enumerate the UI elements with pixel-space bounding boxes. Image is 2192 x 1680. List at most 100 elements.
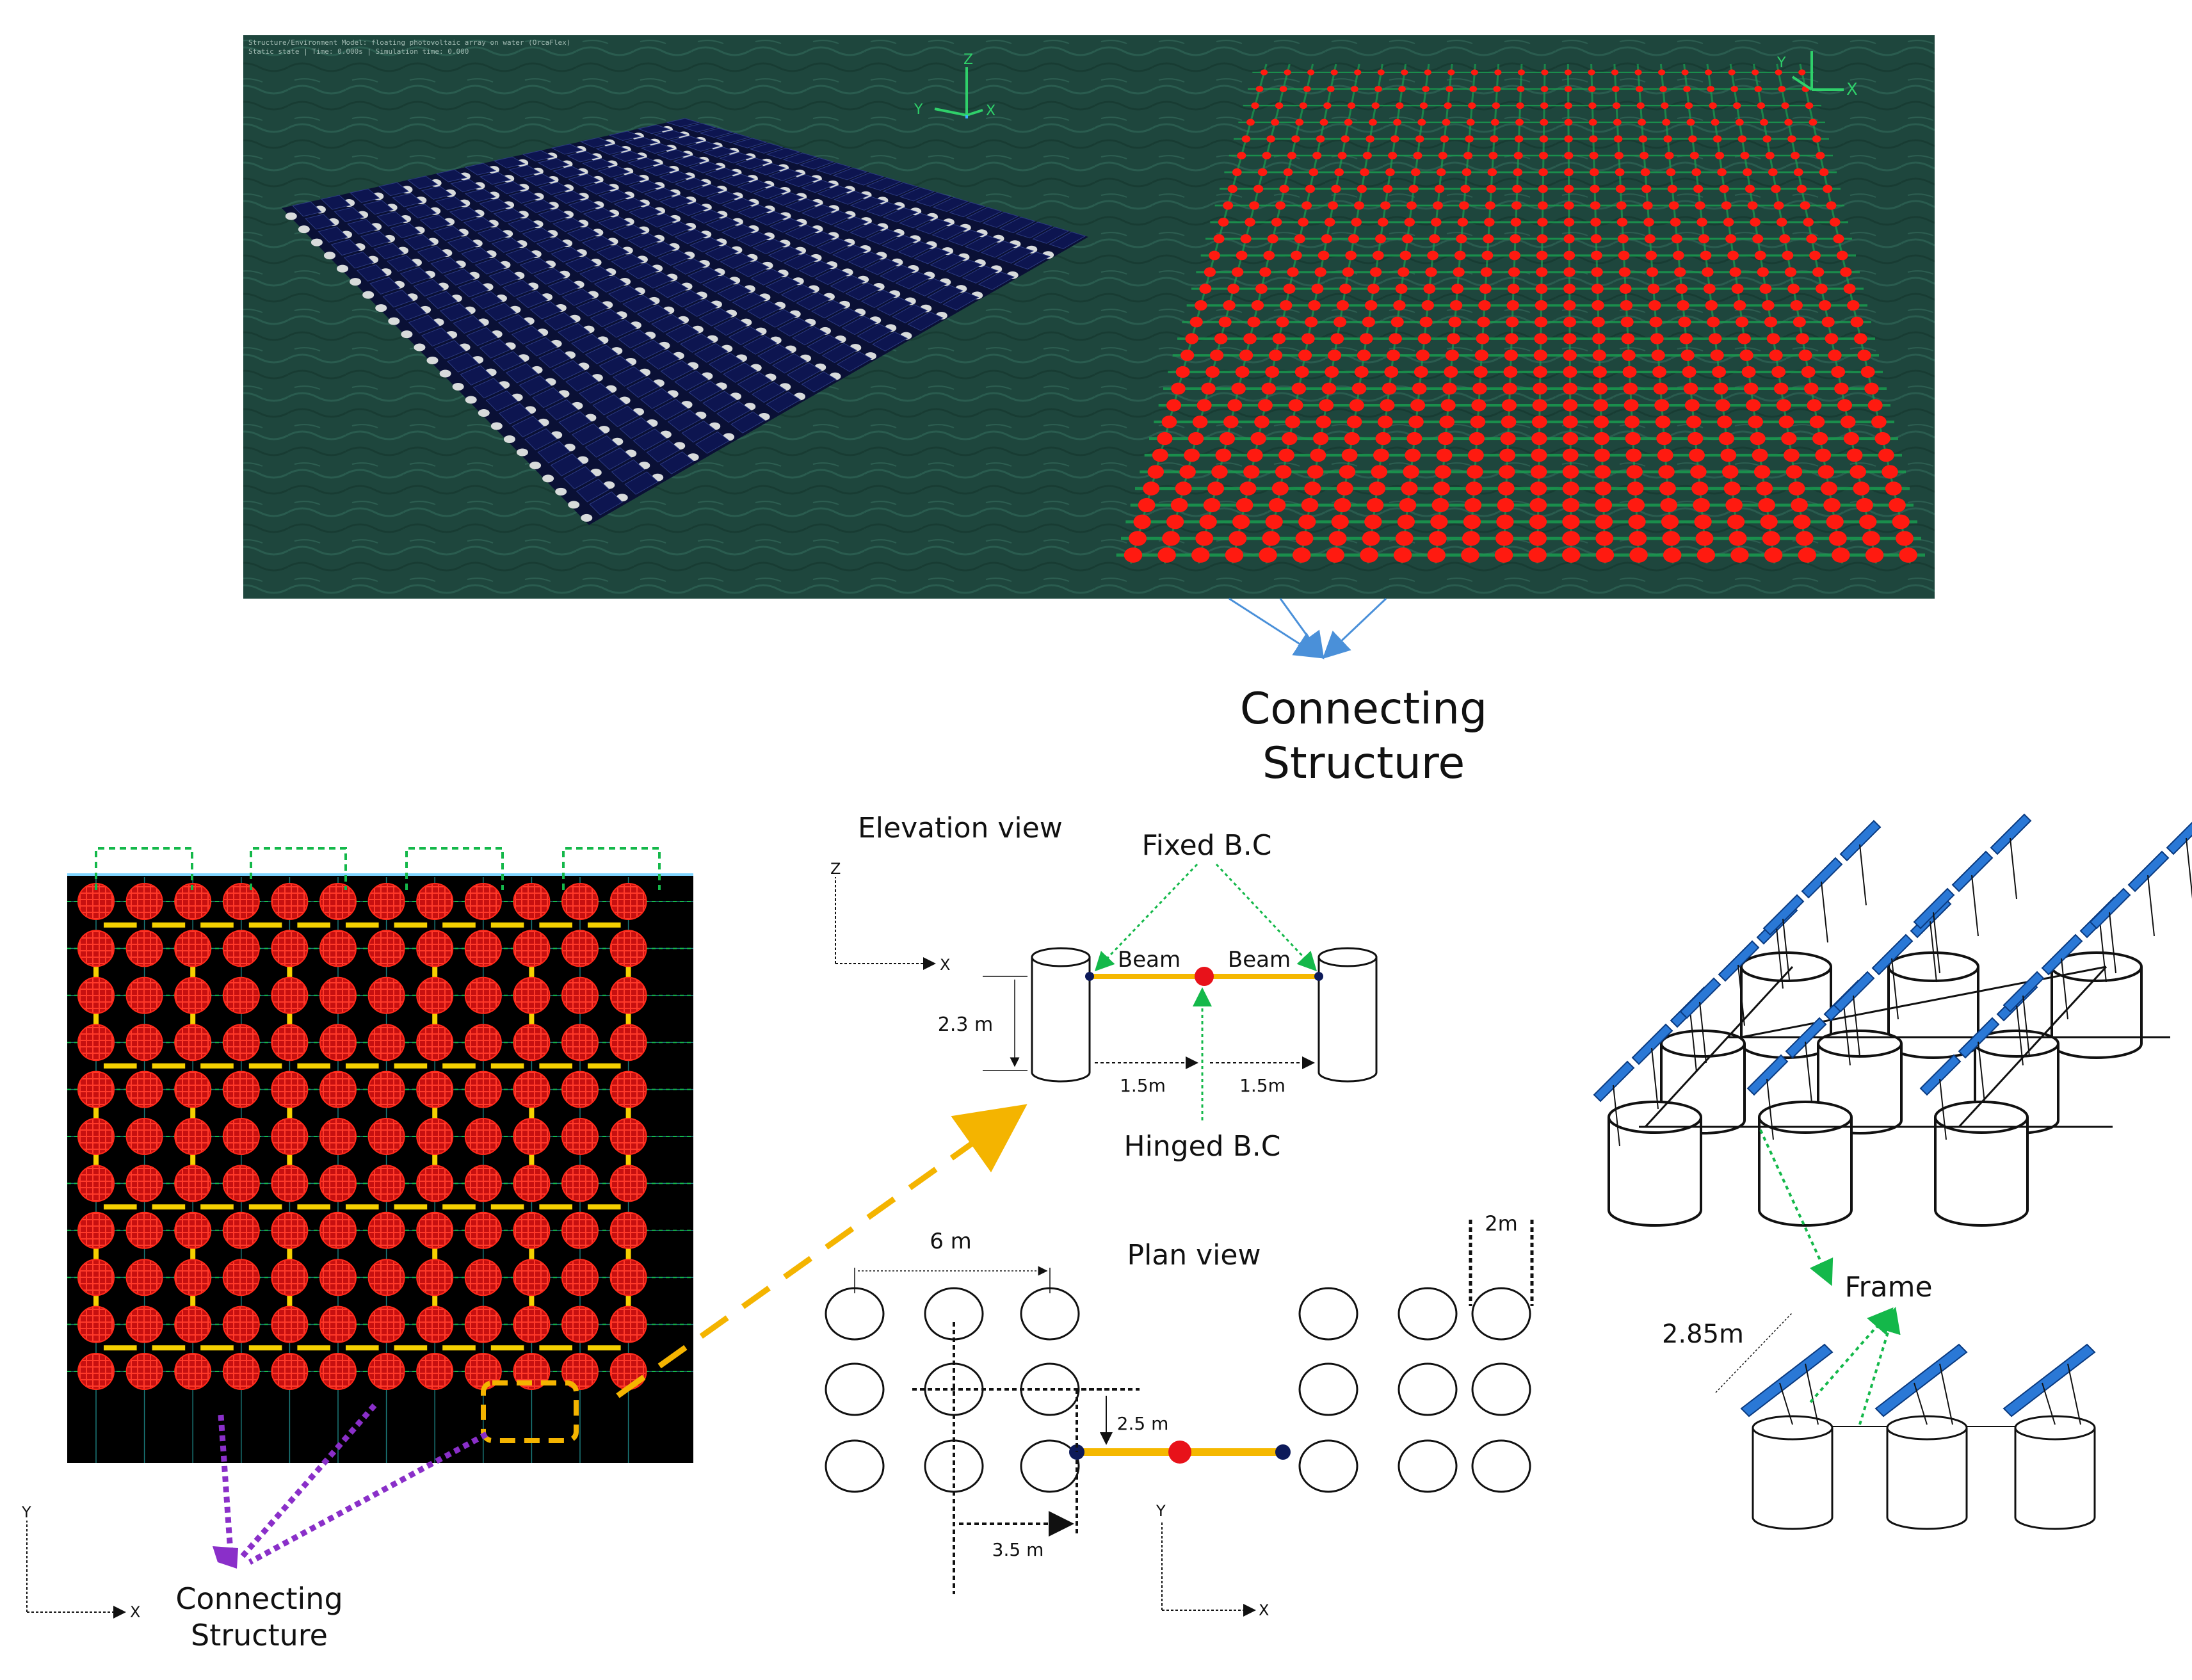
red-float: [1467, 465, 1483, 479]
red-float: [1433, 481, 1451, 496]
red-float: [1517, 69, 1525, 76]
solar-panel: [898, 241, 934, 258]
plan-axis-y: Y: [1156, 1502, 1166, 1520]
solar-panel: [599, 355, 633, 376]
red-float: [1398, 86, 1406, 92]
solar-panel: [807, 334, 842, 355]
solar-panel: [672, 258, 707, 275]
red-float: [1843, 284, 1856, 294]
red-float: [1395, 284, 1408, 294]
red-float: [1223, 300, 1236, 311]
solar-panel: [907, 311, 944, 331]
red-float: [1649, 316, 1663, 328]
red-float: [1779, 234, 1791, 244]
red-float: [1739, 350, 1753, 361]
solar-panel: [640, 143, 675, 154]
solar-panel: [915, 192, 952, 207]
red-float: [1285, 416, 1301, 428]
float-grid-3d: [1116, 63, 1925, 564]
red-float: [1812, 135, 1821, 143]
float-circle: [416, 1070, 454, 1108]
red-float: [1431, 218, 1442, 227]
red-float: [1562, 465, 1579, 479]
red-float: [1540, 86, 1549, 92]
plan-title: Plan view: [1127, 1239, 1261, 1272]
red-float: [1283, 168, 1293, 177]
solar-panel: [642, 241, 677, 257]
connector-col: [1590, 63, 1606, 564]
float-circle: [77, 1118, 115, 1155]
float-circle: [416, 883, 454, 920]
red-float: [1389, 333, 1402, 344]
red-float: [1295, 531, 1314, 546]
solar-panel: [826, 307, 862, 327]
red-float: [1815, 284, 1828, 294]
solar-panel: [1919, 1054, 1962, 1096]
solar-panel: [523, 173, 556, 186]
cylinder-right: [1318, 947, 1378, 1083]
red-float: [1440, 399, 1456, 412]
panel-post: [1859, 844, 1867, 906]
red-float: [1184, 448, 1200, 462]
red-float: [1667, 184, 1677, 193]
solar-panel: [608, 285, 641, 303]
red-float: [1237, 152, 1246, 159]
float-circle: [513, 1118, 551, 1155]
red-float: [1430, 514, 1448, 529]
red-float: [1344, 118, 1353, 126]
red-float: [1259, 267, 1271, 277]
solar-panel: [399, 267, 431, 284]
red-float: [1717, 168, 1727, 177]
red-float: [1201, 382, 1216, 395]
red-float: [1853, 333, 1867, 344]
axis-triad-left: Z Y X: [914, 52, 995, 119]
red-float: [1436, 168, 1446, 177]
red-float: [1504, 350, 1518, 361]
red-float: [1828, 531, 1847, 546]
solar-panel: [656, 149, 691, 161]
detail-post: [1939, 1363, 1953, 1425]
float-circle: [319, 1070, 357, 1108]
red-float: [1695, 531, 1714, 546]
float-pontoon: [439, 369, 451, 378]
red-float: [1677, 300, 1689, 311]
red-float: [1458, 201, 1469, 210]
solar-panel: [378, 182, 409, 197]
red-float: [1351, 382, 1367, 395]
panel-post: [1891, 958, 1899, 1020]
solar-panel: [982, 211, 1019, 228]
float-circle: [174, 1211, 212, 1249]
solar-panel: [491, 237, 524, 253]
red-float: [1661, 514, 1679, 529]
red-float: [1397, 514, 1415, 529]
float-circle: [77, 1024, 115, 1062]
solar-panel: [613, 224, 647, 239]
solar-panel: [551, 246, 584, 262]
solar-panel: [659, 221, 693, 236]
red-float: [1793, 168, 1803, 177]
float-circle: [271, 1118, 309, 1155]
solar-panel: [447, 236, 479, 252]
red-float: [1696, 218, 1707, 227]
red-float: [1563, 316, 1577, 328]
red-float: [1448, 316, 1462, 328]
red-float: [1809, 118, 1817, 126]
red-float: [1766, 333, 1780, 344]
detail-post: [2042, 1382, 2056, 1425]
plan-float: [1298, 1362, 1358, 1416]
float-pontoon: [465, 396, 477, 404]
red-float: [1457, 218, 1469, 227]
float-circle: [561, 1305, 599, 1343]
red-float: [1466, 118, 1475, 126]
red-float: [1803, 218, 1814, 227]
solar-panel: [786, 362, 822, 384]
red-float: [1445, 350, 1460, 361]
solar-panel: [604, 319, 638, 338]
solar-panel: [646, 440, 681, 463]
solar-panel: [533, 268, 567, 285]
red-float: [1684, 102, 1693, 109]
red-float: [1383, 184, 1393, 193]
red-float: [1471, 69, 1478, 76]
solar-panel: [629, 205, 663, 220]
solar-panel: [674, 177, 709, 191]
